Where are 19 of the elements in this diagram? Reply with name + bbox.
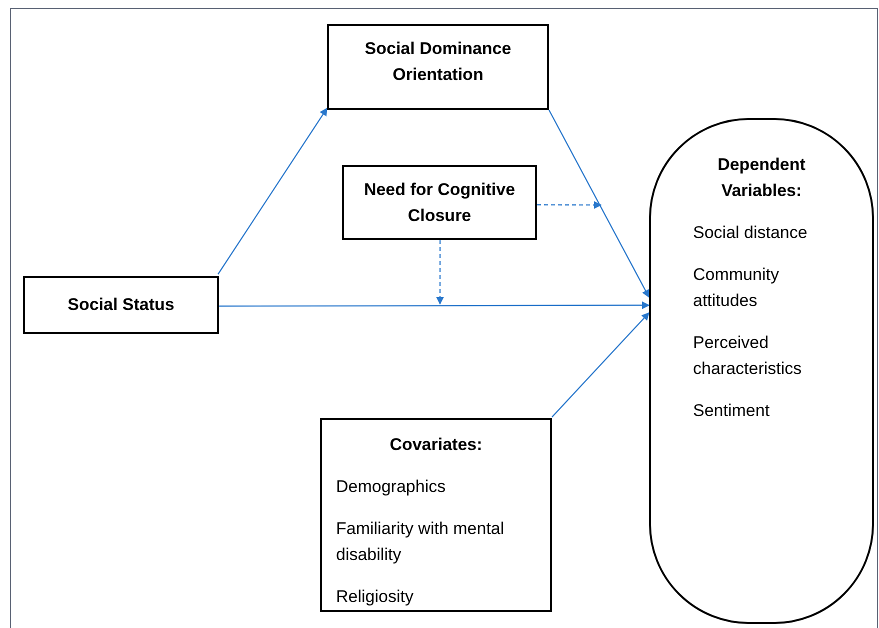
list-item: Community attitudes	[693, 264, 780, 312]
list-item: Sentiment	[693, 400, 771, 422]
process-box: Social Dominance Orientation	[327, 24, 549, 110]
process-box: Social Status	[23, 276, 219, 334]
list-item: Familiarity with mental disability	[336, 518, 506, 566]
arrow	[552, 312, 650, 418]
process-box: Need for Cognitive Closure	[342, 165, 537, 240]
list-item: Religiosity	[336, 586, 414, 608]
dashed-arrow	[436, 240, 444, 305]
list-item: Social distance	[693, 222, 808, 244]
dashed-arrow	[537, 200, 602, 209]
arrow	[219, 301, 650, 310]
node-heading: Dependent Variables:	[716, 154, 806, 202]
node-heading: Covariates:	[388, 434, 484, 456]
list-item: Perceived characteristics	[693, 332, 803, 380]
arrow	[548, 110, 650, 298]
process-box	[320, 418, 552, 612]
arrow	[218, 108, 328, 275]
list-item: Demographics	[336, 476, 447, 498]
